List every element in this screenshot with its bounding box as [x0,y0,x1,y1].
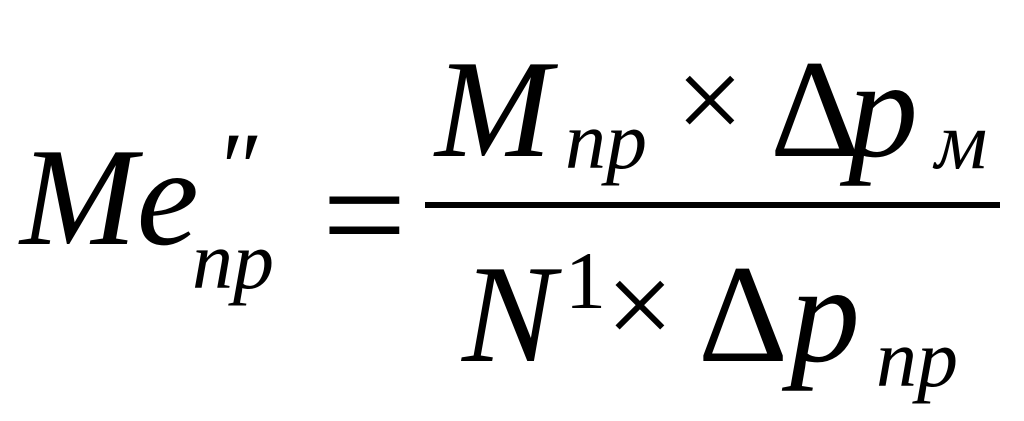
denominator-base: N [462,237,556,392]
denominator-p: p [790,237,860,392]
numerator-subscript: пр [565,95,647,186]
equals-sign: = [322,132,407,298]
lhs-base: Me [20,120,199,275]
denominator-p-subscript: пр [876,313,958,404]
fraction-bar [425,202,1000,208]
lhs-subscript: пр [192,215,274,306]
numerator-delta: Δ [770,32,861,187]
lhs-prime: ″ [215,112,257,223]
numerator-p-subscript: м [935,95,988,186]
denominator-times: × [606,238,674,371]
denominator-delta: Δ [698,237,789,392]
numerator-times: × [676,33,744,166]
numerator-p: p [848,32,918,187]
denominator-superscript: 1 [565,235,606,326]
numerator-base: M [435,32,552,187]
